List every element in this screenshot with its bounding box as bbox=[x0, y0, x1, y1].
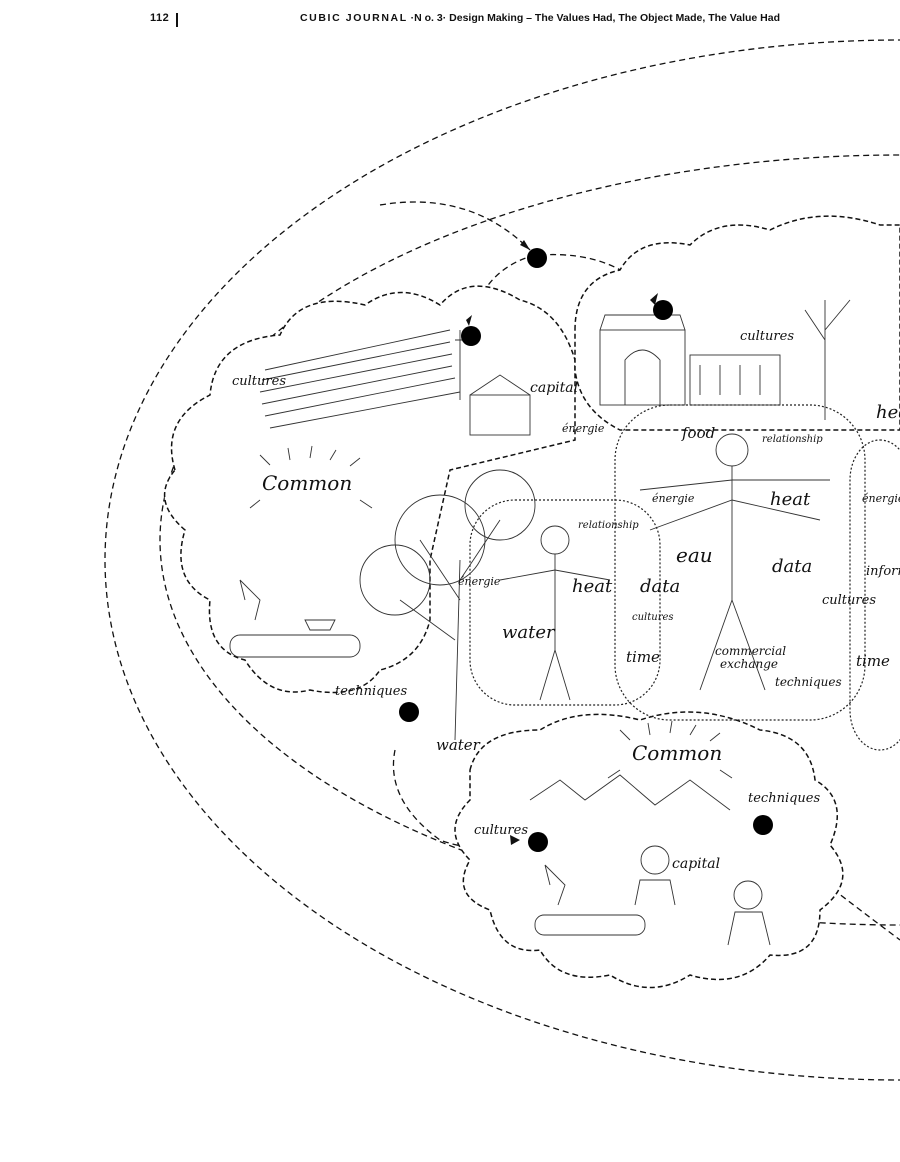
common-rays-top bbox=[249, 445, 373, 509]
cloud-landscape bbox=[454, 711, 844, 989]
arrow-head-2 bbox=[650, 293, 658, 305]
small-human-figure bbox=[499, 525, 611, 701]
arrow-head-1 bbox=[520, 240, 530, 250]
tree-sketch bbox=[359, 299, 851, 741]
arrow-head-4 bbox=[510, 835, 520, 845]
label-techniques-bottom: techniques bbox=[748, 791, 820, 806]
frame-small-figure bbox=[469, 499, 661, 706]
label-cultures-top-right: cultures bbox=[740, 329, 794, 344]
running-header: 112 CUBIC JOURNAL ·N o. 3· Design Making… bbox=[0, 12, 900, 32]
header-divider bbox=[176, 13, 178, 27]
label-common-top: Common bbox=[262, 471, 352, 495]
label-heat-2: heat bbox=[572, 576, 613, 597]
journal-name: CUBIC JOURNAL bbox=[300, 12, 408, 24]
label-relationship-2: relationship bbox=[578, 520, 639, 531]
label-cultures-bottom: cultures bbox=[474, 823, 528, 838]
label-data-2: data bbox=[772, 556, 812, 577]
label-heat-1: heat bbox=[770, 489, 811, 510]
frame-large-figure bbox=[614, 404, 866, 721]
landscape-sketch bbox=[529, 774, 771, 946]
conveyor-left bbox=[229, 579, 361, 658]
label-common-bottom: Common bbox=[632, 741, 722, 765]
label-food: food bbox=[681, 424, 715, 442]
label-cultures-small: cultures bbox=[632, 612, 674, 623]
node-dot-top bbox=[527, 248, 547, 268]
label-energie-3: énergie bbox=[862, 492, 900, 505]
label-cultures-top-left: cultures bbox=[232, 374, 286, 389]
label-techniques-center: techniques bbox=[775, 675, 842, 689]
article-title: Design Making – The Values Had, The Obje… bbox=[449, 12, 780, 24]
label-eau: eau bbox=[676, 543, 713, 567]
label-exchange: exchange bbox=[720, 657, 778, 671]
common-rays-bottom bbox=[607, 720, 733, 779]
vitruvian-figure bbox=[639, 433, 830, 691]
label-time-2: time bbox=[856, 652, 890, 670]
running-head: CUBIC JOURNAL ·N o. 3· Design Making – T… bbox=[300, 12, 860, 24]
node-dot-top-right bbox=[653, 300, 673, 320]
label-time-1: time bbox=[626, 648, 660, 666]
node-dot-techniques-bottom bbox=[753, 815, 773, 835]
label-capital-top: capital bbox=[530, 380, 578, 396]
label-techniques-left: techniques bbox=[335, 684, 407, 699]
label-information-partial: inform bbox=[866, 564, 900, 579]
label-energie-4: énergie bbox=[458, 575, 501, 588]
label-commercial: commercial bbox=[715, 644, 786, 658]
label-energie-2: énergie bbox=[652, 492, 695, 505]
arch-building-sketch bbox=[599, 314, 781, 406]
label-heat-partial: hea bbox=[876, 402, 900, 423]
node-dot-cultures-bottom bbox=[528, 832, 548, 852]
label-cultures-right: cultures bbox=[822, 593, 876, 608]
conveyor-bottom bbox=[534, 864, 646, 936]
frame-right-figure bbox=[849, 439, 900, 751]
label-data-1: data bbox=[640, 576, 680, 597]
cloud-city bbox=[574, 215, 900, 431]
arc-top-left bbox=[379, 201, 531, 251]
label-capital-bottom: capital bbox=[672, 856, 720, 872]
inner-orbit bbox=[159, 154, 900, 926]
label-water-path: water bbox=[436, 736, 481, 754]
node-dot-village bbox=[461, 326, 481, 346]
label-water-center: water bbox=[502, 622, 556, 643]
label-relationship-1: relationship bbox=[762, 434, 823, 445]
node-dot-techniques bbox=[399, 702, 419, 722]
page-number: 112 bbox=[150, 12, 170, 24]
arrow-head-3 bbox=[466, 315, 472, 326]
issue-number: ·N o. 3· bbox=[410, 12, 447, 24]
label-energie-1: énergie bbox=[562, 422, 605, 435]
